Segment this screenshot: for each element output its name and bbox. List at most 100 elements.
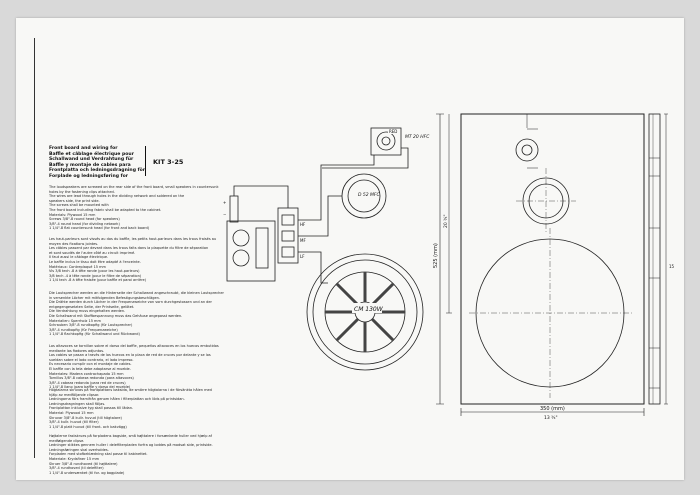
instruction-line: moyen des fixations jointes. [49,241,99,246]
instruction-line: Il faut aussi le câblage électrique. [49,255,109,260]
instruction-line: Screws 3/8"-8 round head (for speakers) [49,217,120,222]
instruction-line: Vis 3/8 tech -8 à tête ronde (pour les h… [49,269,140,274]
tweeter-wire [298,155,375,221]
tweeter-frame [370,127,402,156]
instruction-line: Ledningarna förs framifrån genom hålen i… [49,397,185,402]
instruction-line: 1 1/4"-8 platt huvud (till front- och ba… [49,424,127,429]
margin-rule [34,38,35,458]
instruction-line: in versenkte Löcher mit mitfolgenden Bef… [49,295,160,300]
technical-drawing: RED MT 20 HFC D 52 MFC CM 130W HF MF LF … [223,113,675,421]
title-line: Frontplatta och ledningsdragning för [49,168,146,174]
tweeter-cutout [515,138,539,162]
tweeter-tag: RED [389,129,397,134]
instruction-line: hjälp av medföljande clipsar. [49,392,100,397]
instruction-line: 1 1/4 tech -8 à tête fraisée (pour baffl… [49,278,146,283]
network-tag-mf: MF [300,238,306,243]
instruction-line: Ledningsføringen skal overholdes. [49,447,109,452]
instruction-line: Matériaux: Contreplaqué 15 mm [49,264,106,269]
instruction-line: Die Lautsprecher werden an die Hintersei… [49,291,224,295]
instruction-line: Los cables se pasan a través de los huec… [49,353,211,358]
height-dimension [436,113,444,405]
instruction-block: Die Lautsprecher werden an die Hintersei… [49,291,244,337]
instruction-line: Es necesario cumplir con el montaje de c… [49,362,132,367]
title-line: Baffle y montaje de cables para [49,162,131,168]
instruction-line: Die Schallwand mit Stoffbespannung muss … [49,313,183,318]
instruction-block: Los altavoces se tornillan sobre el dors… [49,344,244,390]
kit-label: KIT 3-25 [153,158,184,166]
instruction-line: Materiales: Madera contrachapada 15 mm [49,371,124,376]
instruction-line: 3/8"-4 rundhoved (til delefilter) [49,466,104,471]
instruction-block: The loudspeakers are screwed on the rear… [49,185,244,231]
instruction-line: Ledningsdragningen skall följas. [49,401,106,406]
tweeter-dome [376,131,396,151]
instruction-line: Materiale: Krydsfiner 15 mm [49,456,100,461]
width-dimension-label: 350 (mm) [540,406,565,412]
instruction-line: et sont soudés de l'autre côté au circui… [49,250,136,255]
title-line: Schallwand und Verdrahtung für [49,157,134,163]
instruction-block: Les haut-parleurs sont vissés au dos du … [49,237,244,283]
instruction-line: Die Drähte werden durch Löcher in der Fr… [49,300,212,305]
title-block: Front board and wiring for Baffle et câb… [49,146,145,180]
input-tag-minus: − [223,212,226,217]
instruction-line: holes by the fastening clips attached. [49,189,115,194]
mid-wire [298,195,342,237]
instruction-line: Högtalarna skruvas på frontplattans baks… [49,388,212,392]
height-dimension-alt: 20 ¾" [443,214,449,228]
width-dimension [460,408,645,416]
instruction-line: Højtalerne fastskrues på forpladens bags… [49,434,212,438]
instruction-line: Materials: Plywood 15 mm [49,212,96,217]
instruction-line: The screws shall be mounted with [49,203,109,208]
instruction-line: Le baffle inclus le tissu doit être adap… [49,259,141,264]
crossover-network [226,220,276,282]
instruction-line: speakers side, the print side. [49,198,100,203]
instruction-line: Skruvar 3/8"-8 kullr. huvud (till högtal… [49,415,122,420]
instruction-line: Materialien: Sperrholz 15 mm [49,318,101,323]
midrange-label: D 52 MFC [358,192,381,198]
woofer-label: CM 130W [354,306,384,313]
instruction-line: 1 1/4"-8 llano (para baffle y dorso del … [49,385,131,390]
instruction-line: 3/8"-4 kullr. huvud (till filter) [49,420,99,425]
section-label: 15 [669,264,675,269]
instruction-line: Les haut-parleurs sont vissés au dos du … [49,237,217,241]
network-tag-lf: LF [300,254,305,259]
instruction-line: Frontplattan inklusive tyg skall passas … [49,406,134,411]
input-terminal [229,195,239,223]
instruction-line: Schrauben 3/8"-8 rundkopfig (für Lautspr… [49,323,133,328]
title-line: Baffle et câblage électrique pour [49,151,134,157]
instruction-line: 1 1/4"-8 flachkopfig (für Schallwand und… [49,332,140,337]
instruction-line: The front board including fabric shall b… [49,207,162,212]
input-tag-plus: + [223,200,226,205]
section-view [648,113,661,405]
woofer-speaker [306,253,424,371]
title-line: Forplade og ledningsføring for [49,173,129,179]
instruction-line: mediante los fiadores adjuntos. [49,348,105,353]
instruction-line: The wires are lead through holes in the … [49,194,185,199]
instruction-line: Skruer 3/8"-8 rundhoved (til højttalere) [49,461,118,466]
woofer-wire [298,251,328,284]
height-dimension-label: 525 (mm) [433,243,439,268]
drawing-sheet: Front board and wiring for Baffle et câb… [16,18,684,480]
instruction-line: El baffle con la tela debe adaptarse al … [49,366,131,371]
instruction-line: 3/8"-4 round head (for dividing network) [49,221,120,226]
instruction-line: entgegengesetzten Seite, der Printseite,… [49,304,135,309]
instruction-line: Material: Plywood 15 mm [49,410,94,415]
instruction-line: medfølgende clipse. [49,438,85,443]
instruction-line: sueldan sobre el lado contrario, el lado… [49,357,134,362]
width-dimension-alt: 13 ¾" [544,415,558,421]
instruction-block: Högtalarna skruvas på frontplattans baks… [49,388,244,429]
instruction-line: Die Verdrahtung muss eingehalten werden. [49,309,126,314]
front-board-outline [460,113,645,405]
instruction-line: The loudspeakers are screwed on the rear… [49,185,219,189]
instruction-line: 3/8"-4 cabeza redonda (para red de cruce… [49,380,126,385]
instruction-line: 1 1/4"-8 undersænket (til for- og bagpla… [49,470,125,475]
title-line: Front board and wiring for [49,146,118,151]
instruction-line: Tornillos 3/8"-8 cabeza redonda (para al… [49,376,134,381]
instruction-line: Forpladen med stofbeklædning skal passe … [49,452,148,457]
tweeter-label: MT 20 HFC [405,134,430,140]
instruction-line: 3/8 tech -4 à tête ronde (pour le filtre… [49,273,142,278]
kit-separator [145,146,146,176]
instruction-line: 3/8"-4 rundkopfig (für Frequenzweiche) [49,327,118,332]
instruction-line: 1 1/4"-8 flat countersunk head (for fron… [49,226,150,231]
instruction-block: Højtalerne fastskrues på forpladens bags… [49,434,244,475]
instruction-line: Les câbles passent par devant dans les t… [49,246,209,251]
